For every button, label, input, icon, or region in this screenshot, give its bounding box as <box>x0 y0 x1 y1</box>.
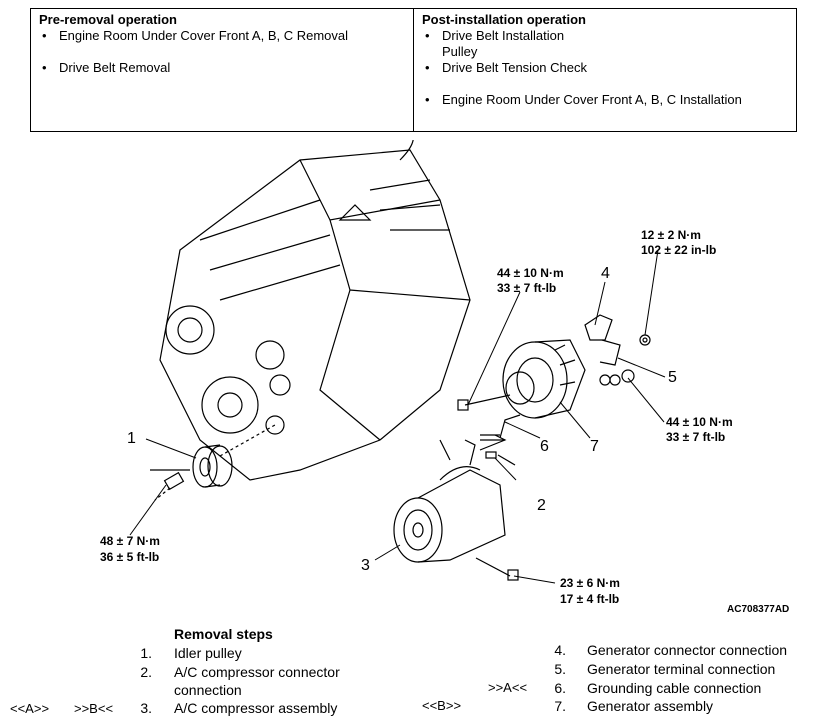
post-installation-subitem: Pulley <box>442 44 478 59</box>
post-installation-item: Drive Belt Installation Pulley <box>422 28 788 60</box>
idler-pulley-drawing <box>150 424 276 488</box>
pre-removal-item: Engine Room Under Cover Front A, B, C Re… <box>39 28 405 44</box>
connector-parts-drawing <box>479 314 651 466</box>
post-installation-column: Post-installation operation Drive Belt I… <box>413 9 796 131</box>
pre-removal-item: Drive Belt Removal <box>39 60 405 76</box>
torque-alt-generator-top: 33 ± 7 ft-lb <box>497 281 556 295</box>
removal-steps: Removal steps 1. Idler pulley 2. A/C com… <box>10 626 788 716</box>
torque-alt-bolt-5: 102 ± 22 in-lb <box>641 243 716 257</box>
idler-bolt-drawing <box>154 471 185 501</box>
callout-7: 7 <box>590 438 599 455</box>
torque-nm-idler: 48 ± 7 N·m <box>100 534 160 548</box>
callout-3: 3 <box>361 557 370 574</box>
figure-code: AC708377AD <box>727 604 789 615</box>
callout-5: 5 <box>668 369 677 386</box>
operation-table: Pre-removal operation Engine Room Under … <box>30 8 797 132</box>
service-tag-b: >>B<< <box>74 701 114 716</box>
engine-block-drawing <box>159 140 471 481</box>
service-tag-a: >>A<< <box>488 680 528 695</box>
pre-removal-heading: Pre-removal operation <box>39 12 177 27</box>
post-installation-item: Engine Room Under Cover Front A, B, C In… <box>422 92 788 108</box>
torque-nm-bolt-5: 12 ± 2 N·m <box>641 228 701 242</box>
service-tag-b: <<B>> <box>422 698 462 713</box>
removal-steps-title: Removal steps <box>174 626 273 642</box>
torque-alt-generator-nut: 33 ± 7 ft-lb <box>666 430 725 444</box>
leader-lines <box>129 249 666 584</box>
ac-bolt-drawing <box>475 557 519 581</box>
torque-alt-compressor: 17 ± 4 ft-lb <box>560 592 619 606</box>
ac-compressor-drawing <box>393 439 506 563</box>
engine-exploded-diagram: 1 2 3 4 5 6 7 12 ± 2 N·m 102 ± 22 in-lb … <box>100 140 789 615</box>
torque-alt-idler: 36 ± 5 ft-lb <box>100 550 159 564</box>
generator-drawing <box>457 339 586 441</box>
torque-nm-generator-top: 44 ± 10 N·m <box>497 266 564 280</box>
service-tag-a: <<A>> <box>10 701 50 716</box>
post-installation-heading: Post-installation operation <box>422 12 586 27</box>
callout-6: 6 <box>540 438 549 455</box>
callout-2: 2 <box>537 497 546 514</box>
pre-removal-column: Pre-removal operation Engine Room Under … <box>31 9 413 131</box>
callout-4: 4 <box>601 265 610 282</box>
torque-nm-generator-nut: 44 ± 10 N·m <box>666 415 733 429</box>
post-installation-item: Drive Belt Tension Check <box>422 60 788 76</box>
callout-1: 1 <box>127 430 136 447</box>
torque-nm-compressor: 23 ± 6 N·m <box>560 576 620 590</box>
